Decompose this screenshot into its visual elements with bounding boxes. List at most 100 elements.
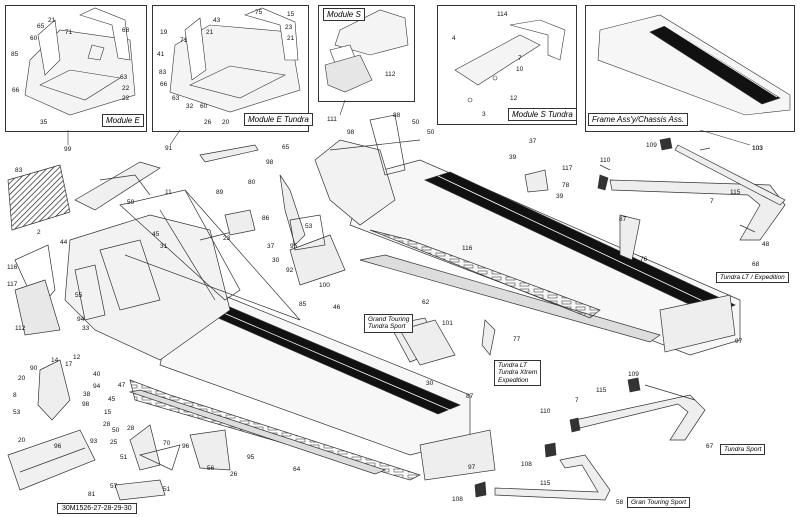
callout: 11 — [165, 189, 172, 196]
callout: 98 — [82, 401, 90, 408]
callout: 46 — [333, 304, 341, 311]
callout: 55 — [75, 292, 83, 299]
callout: 117 — [562, 165, 573, 172]
tag-line: Grand Touring — [368, 316, 410, 323]
callout: 8 — [13, 392, 17, 399]
callout: 87 — [466, 393, 474, 400]
callout: 30 — [272, 257, 280, 264]
callout: 40 — [93, 371, 101, 378]
callout: 68 — [122, 27, 130, 34]
callout: 88 — [393, 112, 401, 119]
callout: 12 — [510, 95, 518, 102]
callout: 31 — [160, 243, 168, 250]
callout: 15 — [287, 11, 295, 18]
module-s-tundra-inset — [437, 5, 577, 125]
callout: 26 — [204, 119, 212, 126]
callout: 110 — [600, 157, 611, 164]
callout: 62 — [422, 299, 430, 306]
callout: 28 — [127, 425, 135, 432]
callout: 65 — [37, 23, 45, 30]
callout: 89 — [216, 189, 224, 196]
callout: 103 — [752, 145, 763, 152]
callout: 51 — [120, 454, 128, 461]
callout: 81 — [88, 491, 96, 498]
callout: 87 — [619, 216, 627, 223]
callout: 103 — [752, 145, 763, 152]
callout: 28 — [103, 421, 111, 428]
tag-line: Tundra Sport — [368, 323, 406, 331]
callout: 71 — [180, 37, 188, 44]
callout: 65 — [282, 144, 290, 151]
callout: 41 — [157, 51, 165, 58]
callout: 76 — [640, 256, 648, 263]
callout: 59 — [127, 199, 135, 206]
callout: 98 — [347, 129, 355, 136]
callout: 39 — [556, 193, 564, 200]
callout: 93 — [90, 438, 98, 445]
callout: 2 — [37, 229, 41, 236]
callout: 50 — [412, 119, 420, 126]
callout: 14 — [51, 357, 59, 364]
callout: 77 — [513, 336, 521, 343]
callout: 51 — [163, 486, 171, 493]
callout: 33 — [82, 325, 90, 332]
callout: 109 — [628, 371, 639, 378]
module-s-label: Module S — [323, 8, 365, 21]
tundra-lt-expedition-tag: Tundra LT / Expedition — [716, 272, 789, 284]
callout: 4 — [452, 35, 456, 42]
module-e-tundra-label: Module E Tundra — [244, 113, 313, 126]
callout: 108 — [452, 496, 463, 503]
callout: 15 — [104, 409, 112, 416]
tag-line: Tundra LT — [498, 362, 528, 369]
callout: 66 — [160, 81, 168, 88]
callout: 7 — [710, 198, 714, 205]
callout: 116 — [462, 245, 473, 252]
callout: 56 — [207, 465, 215, 472]
callout: 85 — [299, 301, 307, 308]
tundra-sport-tag: Tundra Sport — [720, 444, 766, 456]
callout: 12 — [73, 354, 81, 361]
callout: 39 — [509, 154, 517, 161]
callout: 20 — [18, 375, 26, 382]
callout: 117 — [7, 281, 18, 288]
callout: 45 — [108, 396, 116, 403]
callout: 85 — [11, 51, 19, 58]
callout: 20 — [222, 119, 230, 126]
callout: 3 — [482, 111, 486, 118]
callout: 22 — [122, 85, 130, 92]
document-id: 30M1526-27-28-29-30 — [57, 503, 137, 514]
callout: 7 — [575, 397, 579, 404]
callout: 68 — [752, 261, 760, 268]
callout: 94 — [93, 383, 101, 390]
callout: 20 — [18, 437, 26, 444]
callout: 60 — [30, 35, 38, 42]
callout: 108 — [521, 461, 532, 468]
callout: 83 — [159, 69, 167, 76]
left-frame-assembly — [7, 144, 496, 501]
callout: 35 — [40, 119, 48, 126]
frame-assy-label: Frame Ass'y/Chassis Ass. — [588, 113, 689, 126]
callout: 96 — [182, 443, 190, 450]
gran-touring-sport-tag: Gran Touring Sport — [627, 497, 691, 509]
callout: 115 — [730, 189, 741, 196]
callout: 53 — [305, 223, 313, 230]
callout: 26 — [230, 471, 238, 478]
callout: 97 — [468, 464, 476, 471]
module-s-tundra-label: Module S Tundra — [508, 108, 577, 121]
callout: 66 — [12, 87, 20, 94]
callout: 67 — [706, 443, 714, 450]
callout: 50 — [427, 129, 435, 136]
callout: 75 — [255, 9, 263, 16]
callout: 110 — [540, 408, 551, 415]
callout: 63 — [172, 95, 180, 102]
callout: 57 — [110, 483, 118, 490]
callout: 95 — [247, 454, 255, 461]
callout: 45 — [152, 231, 160, 238]
callout: 48 — [762, 241, 770, 248]
module-e-label: Module E — [102, 114, 144, 127]
callout: 100 — [319, 282, 330, 289]
callout: 43 — [213, 17, 221, 24]
callout: 32 — [186, 103, 194, 110]
callout: 21 — [48, 17, 56, 24]
